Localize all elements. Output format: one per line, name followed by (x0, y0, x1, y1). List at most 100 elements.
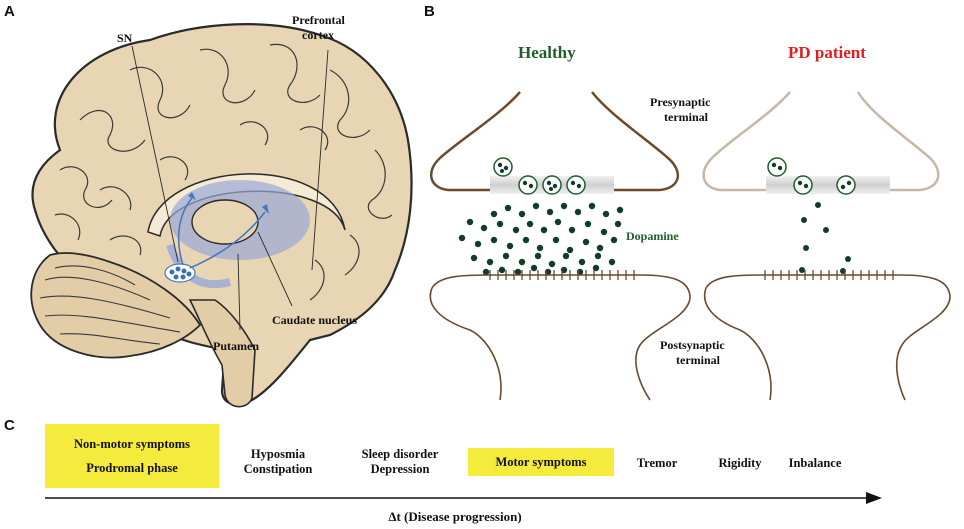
cerebellum-folds (39, 265, 181, 345)
hyposmia-label: Hyposmia (251, 447, 306, 461)
dopamine-particle (616, 206, 624, 214)
dopamine-particle (526, 220, 534, 228)
dopamine-particle (554, 218, 562, 226)
inbalance-label: Inbalance (789, 456, 842, 470)
motor-symptoms-label: Motor symptoms (495, 455, 586, 469)
label-presynaptic-1: Presynaptic (650, 95, 711, 109)
non-motor-symptoms-box (45, 424, 219, 488)
dopamine-particle (600, 228, 608, 236)
timeline-arrow (45, 492, 882, 504)
dopamine-particle (588, 202, 596, 210)
sleep-disorder-label: Sleep disorder (362, 447, 439, 461)
dopamine-particle (532, 202, 540, 210)
dopamine-particle (552, 236, 560, 244)
rigidity-label: Rigidity (718, 456, 762, 470)
depression-label: Depression (371, 462, 430, 476)
healthy-postsynaptic-terminal (431, 274, 691, 401)
cerebellum (30, 252, 202, 359)
substantia-nigra (164, 263, 196, 283)
dopamine-particle (474, 240, 482, 248)
panel-b-letter: B (424, 3, 435, 20)
leader-lines (131, 45, 329, 331)
dopamine-pathway-arrows (177, 197, 266, 269)
dopamine-particle (602, 210, 610, 218)
dopamine-particle (594, 252, 602, 260)
gyri (54, 43, 393, 301)
dopamine-particle (514, 268, 522, 276)
healthy-postsynaptic-left (429, 287, 502, 401)
pd-vesicle-contents (771, 162, 852, 190)
dopamine-particle (560, 202, 568, 210)
dopamine-particle (582, 238, 590, 246)
dopamine-particle (458, 234, 466, 242)
pd-vesicles (767, 157, 856, 195)
dopamine-particle (530, 264, 538, 272)
label-presynaptic-2: terminal (664, 110, 709, 124)
dopamine-particle (518, 210, 526, 218)
dopamine-particle (584, 220, 592, 228)
pd-dopamine-particles (799, 202, 851, 274)
dopamine-particle (490, 210, 498, 218)
label-putamen: Putamen (213, 339, 259, 353)
dopamine-particle (614, 220, 622, 228)
brainstem (188, 299, 256, 408)
label-sn: SN (117, 31, 133, 45)
pd-postsynaptic-terminal (705, 274, 951, 401)
dopamine-particle (608, 258, 616, 266)
title-healthy: Healthy (518, 43, 576, 62)
dopamine-particle (470, 254, 478, 262)
healthy-vesicles (493, 157, 586, 195)
dopamine-particle (486, 258, 494, 266)
dopamine-particle (522, 236, 530, 244)
constipation-label: Constipation (244, 462, 313, 476)
thalamus (191, 199, 259, 245)
dopamine-particle (504, 204, 512, 212)
dopamine-particle (596, 244, 604, 252)
label-prefrontal-1: Prefrontal (292, 13, 346, 27)
label-prefrontal-2: cortex (302, 28, 334, 42)
dopamine-particle (562, 252, 570, 260)
dopamine-particle (502, 252, 510, 260)
pd-active-zone (766, 176, 890, 194)
title-pd-patient: PD patient (788, 43, 866, 62)
dopamine-particle (592, 264, 600, 272)
dopamine-particle (536, 244, 544, 252)
motor-symptoms-box (468, 448, 614, 476)
pd-presynaptic-terminal (702, 91, 940, 192)
prodromal-phase-label: Prodromal phase (86, 461, 178, 475)
brain-illustration (30, 23, 413, 408)
dopamine-particle (496, 220, 504, 228)
dopamine-particle (518, 258, 526, 266)
dopamine-particle (566, 246, 574, 254)
healthy-dopamine-particles (458, 202, 624, 276)
dopamine-particle (480, 224, 488, 232)
healthy-receptors (489, 270, 635, 280)
timeline-axis-label: Δt (Disease progression) (388, 509, 521, 524)
dopamine-particle (540, 226, 548, 234)
dopamine-particle (506, 242, 514, 250)
non-motor-symptoms-label: Non-motor symptoms (74, 437, 190, 451)
panel-a-letter: A (4, 3, 15, 20)
dopamine-particle (574, 208, 582, 216)
dopamine-particle (482, 268, 490, 276)
dopamine-particle (578, 258, 586, 266)
label-postsynaptic-2: terminal (676, 353, 721, 367)
sn-neurons (169, 266, 192, 280)
pd-postsynaptic-left (703, 287, 772, 401)
dopamine-particle (466, 218, 474, 226)
healthy-presynaptic-terminal (429, 91, 680, 192)
dopamine-particle (610, 236, 618, 244)
tremor-label: Tremor (637, 456, 678, 470)
dopamine-particle (512, 226, 520, 234)
label-postsynaptic-1: Postsynaptic (660, 338, 725, 352)
panel-c-letter: C (4, 417, 15, 434)
healthy-vesicle-contents (497, 162, 582, 191)
arrow-head-1 (188, 192, 196, 200)
label-dopamine: Dopamine (626, 229, 679, 243)
dopamine-particle (568, 226, 576, 234)
dopamine-particle (534, 252, 542, 260)
dopamine-particle (498, 266, 506, 274)
dopamine-particle (490, 236, 498, 244)
label-caudate: Caudate nucleus (272, 313, 357, 327)
